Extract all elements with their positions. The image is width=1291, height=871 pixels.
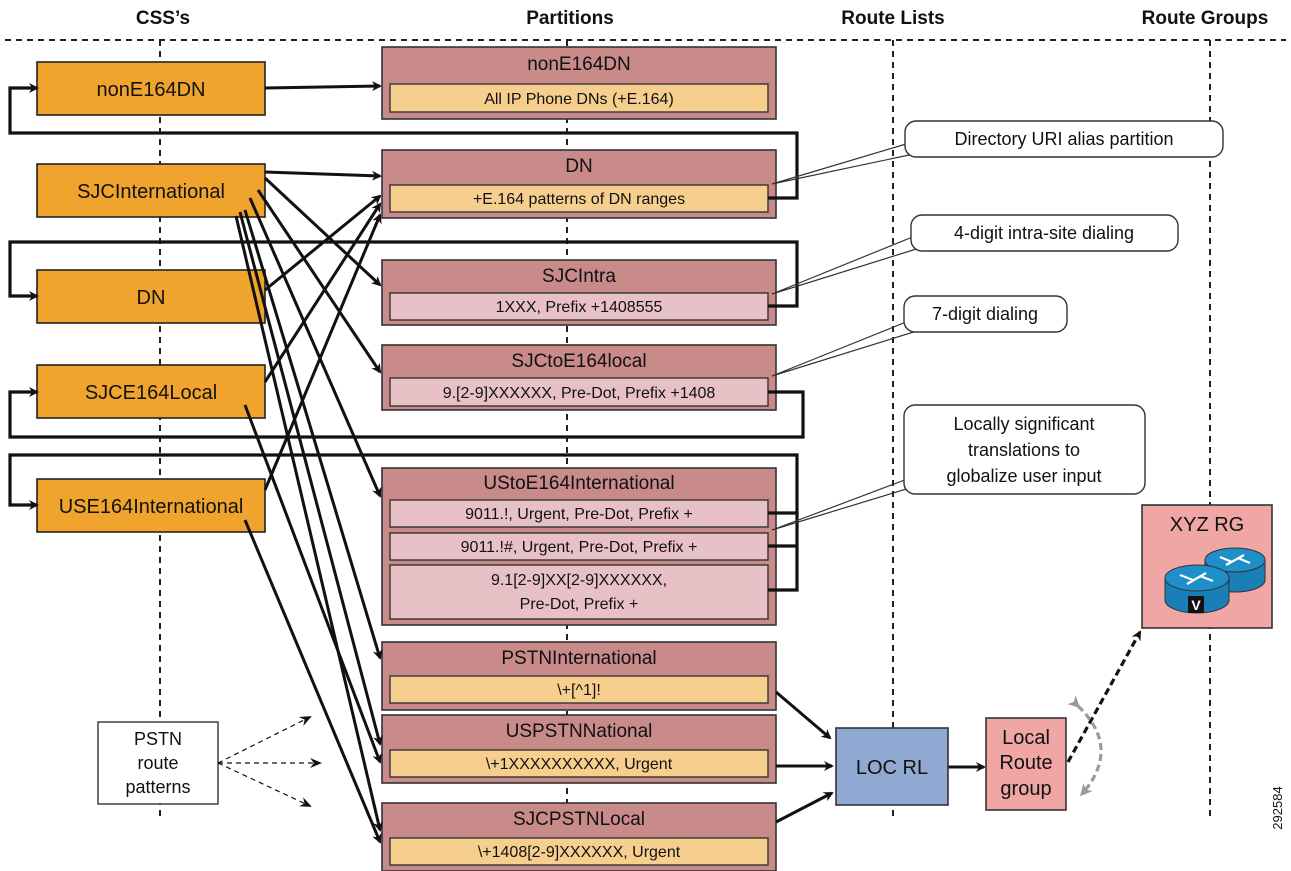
arrow-css-to-partition (234, 215, 384, 832)
css-label: DN (137, 287, 166, 309)
partition-DN: DN +E.164 patterns of DN ranges (381, 149, 777, 219)
callout-text: 7-digit dialing (932, 304, 1038, 324)
pstn-route-patterns-box: PSTN route patterns (97, 721, 219, 805)
callout-7-digit: 7-digit dialing (771, 295, 1068, 377)
partition-title: PSTNInternational (501, 648, 656, 669)
local-route-group-line3: group (1000, 778, 1051, 800)
callout-4-digit: 4-digit intra-site dialing (771, 214, 1179, 295)
arrow-css-to-partition (243, 519, 382, 844)
arrow-css-to-partition (264, 81, 382, 92)
css-column-header: CSS’s (136, 8, 190, 29)
css-USE164International: USE164International (36, 478, 266, 533)
callout-text: globalize user input (946, 466, 1101, 486)
partition-pattern: 9011.!#, Urgent, Pre-Dot, Prefix + (461, 539, 698, 556)
css-DN: DN (36, 269, 266, 324)
dashed-pointer (217, 716, 312, 764)
css-nonE164DN: nonE164DN (36, 61, 266, 116)
route-groups-column-header: Route Groups (1142, 8, 1269, 29)
figure-id: 292584 (1270, 786, 1285, 829)
pstn-line2: route (137, 753, 178, 773)
bidirectional-association-arrow (1067, 695, 1103, 797)
partition-pattern: 9011.!, Urgent, Pre-Dot, Prefix + (465, 506, 693, 523)
partition-SJCPSTNLocal: SJCPSTNLocal \+1408[2-9]XXXXXX, Urgent (381, 802, 777, 871)
router-icon (1204, 547, 1266, 593)
loop-sjcintra-to-dn (8, 240, 799, 308)
arrow-local-route-group-to-xyz-rg (1066, 630, 1142, 763)
partition-nonE164DN: nonE164DN All IP Phone DNs (+E.164) (381, 46, 777, 120)
callout-text: 4-digit intra-site dialing (954, 223, 1134, 243)
callout-text: Locally significant (953, 414, 1094, 434)
partition-pattern: 9.[2-9]XXXXXX, Pre-Dot, Prefix +1408 (443, 385, 716, 402)
partition-PSTNInternational: PSTNInternational \+[^1]! (381, 641, 777, 711)
loop-dn-to-nonE164DN (8, 83, 799, 200)
route-list-label: LOC RL (856, 757, 928, 779)
partition-title: USPSTNNational (506, 721, 653, 742)
partition-SJCIntra: SJCIntra 1XXX, Prefix +1408555 (381, 259, 777, 326)
router-icon: V (1164, 564, 1230, 614)
local-route-group-line1: Local (1002, 727, 1050, 749)
partition-title: SJCtoE164local (511, 351, 646, 372)
partition-pattern: All IP Phone DNs (+E.164) (484, 91, 674, 108)
partition-SJCtoE164local: SJCtoE164local 9.[2-9]XXXXXX, Pre-Dot, P… (381, 344, 777, 411)
partition-USPSTNNational: USPSTNNational \+1XXXXXXXXXX, Urgent (381, 714, 777, 784)
partitions-column-header: Partitions (526, 8, 614, 29)
local-route-group: Local Route group (985, 717, 1067, 811)
css-label: nonE164DN (97, 79, 206, 101)
arrow-css-to-partition (243, 404, 382, 764)
route-group-label: XYZ RG (1170, 514, 1244, 536)
css-SJCInternational: SJCInternational (36, 163, 266, 218)
arrow-css-to-partition (238, 211, 383, 746)
partition-pattern: 1XXX, Prefix +1408555 (496, 299, 663, 316)
loop-ustoe164-to-use164international (8, 453, 799, 515)
route-lists-column-header: Route Lists (841, 8, 944, 29)
loop-sjctoe164local-to-sjce164local (8, 387, 805, 439)
arrow-partition-to-route-list (775, 791, 834, 824)
arrow-css-to-partition (263, 213, 382, 491)
loop-ustoe164-branch-3 (768, 513, 799, 592)
route-list-loc-rl: LOC RL (835, 727, 949, 806)
router-badge: V (1191, 597, 1201, 613)
route-group-xyz: XYZ RG V (1141, 504, 1273, 629)
callout-text: translations to (968, 440, 1080, 460)
pstn-line3: patterns (125, 777, 190, 797)
partition-title: SJCPSTNLocal (513, 809, 645, 830)
callout-locally-significant: Locally significant translations to glob… (771, 404, 1146, 531)
partition-title: DN (565, 156, 592, 177)
arrow-css-to-partition (243, 209, 383, 660)
partition-pattern: \+[^1]! (557, 682, 601, 699)
css-label: USE164International (59, 496, 244, 518)
partition-pattern: 9.1[2-9]XX[2-9]XXXXXX, (491, 572, 667, 589)
partition-UStoE164International: UStoE164International 9011.!, Urgent, Pr… (381, 467, 777, 626)
partition-pattern: Pre-Dot, Prefix + (520, 596, 639, 613)
callout-directory-uri: Directory URI alias partition (771, 120, 1224, 185)
arrow-css-to-partition (256, 189, 382, 374)
css-label: SJCE164Local (85, 382, 217, 404)
partition-pattern: +E.164 patterns of DN ranges (473, 191, 685, 208)
callout-text: Directory URI alias partition (954, 129, 1173, 149)
arrow-partition-to-route-list (775, 690, 832, 740)
css-label: SJCInternational (77, 181, 225, 203)
local-route-group-line2: Route (999, 752, 1052, 774)
css-SJCE164Local: SJCE164Local (36, 364, 266, 419)
partition-title: nonE164DN (527, 54, 631, 75)
dashed-pointer (217, 762, 312, 807)
arrow-css-to-partition (263, 176, 382, 287)
partition-pattern: \+1XXXXXXXXXX, Urgent (486, 756, 673, 773)
arrow-css-to-partition (264, 194, 382, 292)
arrow-css-to-partition (248, 197, 382, 498)
arrow-css-to-partition (264, 170, 382, 181)
partition-title: SJCIntra (542, 266, 616, 287)
arrow-css-to-partition (263, 202, 382, 383)
pstn-line1: PSTN (134, 729, 182, 749)
partition-pattern: \+1408[2-9]XXXXXX, Urgent (478, 844, 681, 861)
partition-title: UStoE164International (483, 473, 674, 494)
